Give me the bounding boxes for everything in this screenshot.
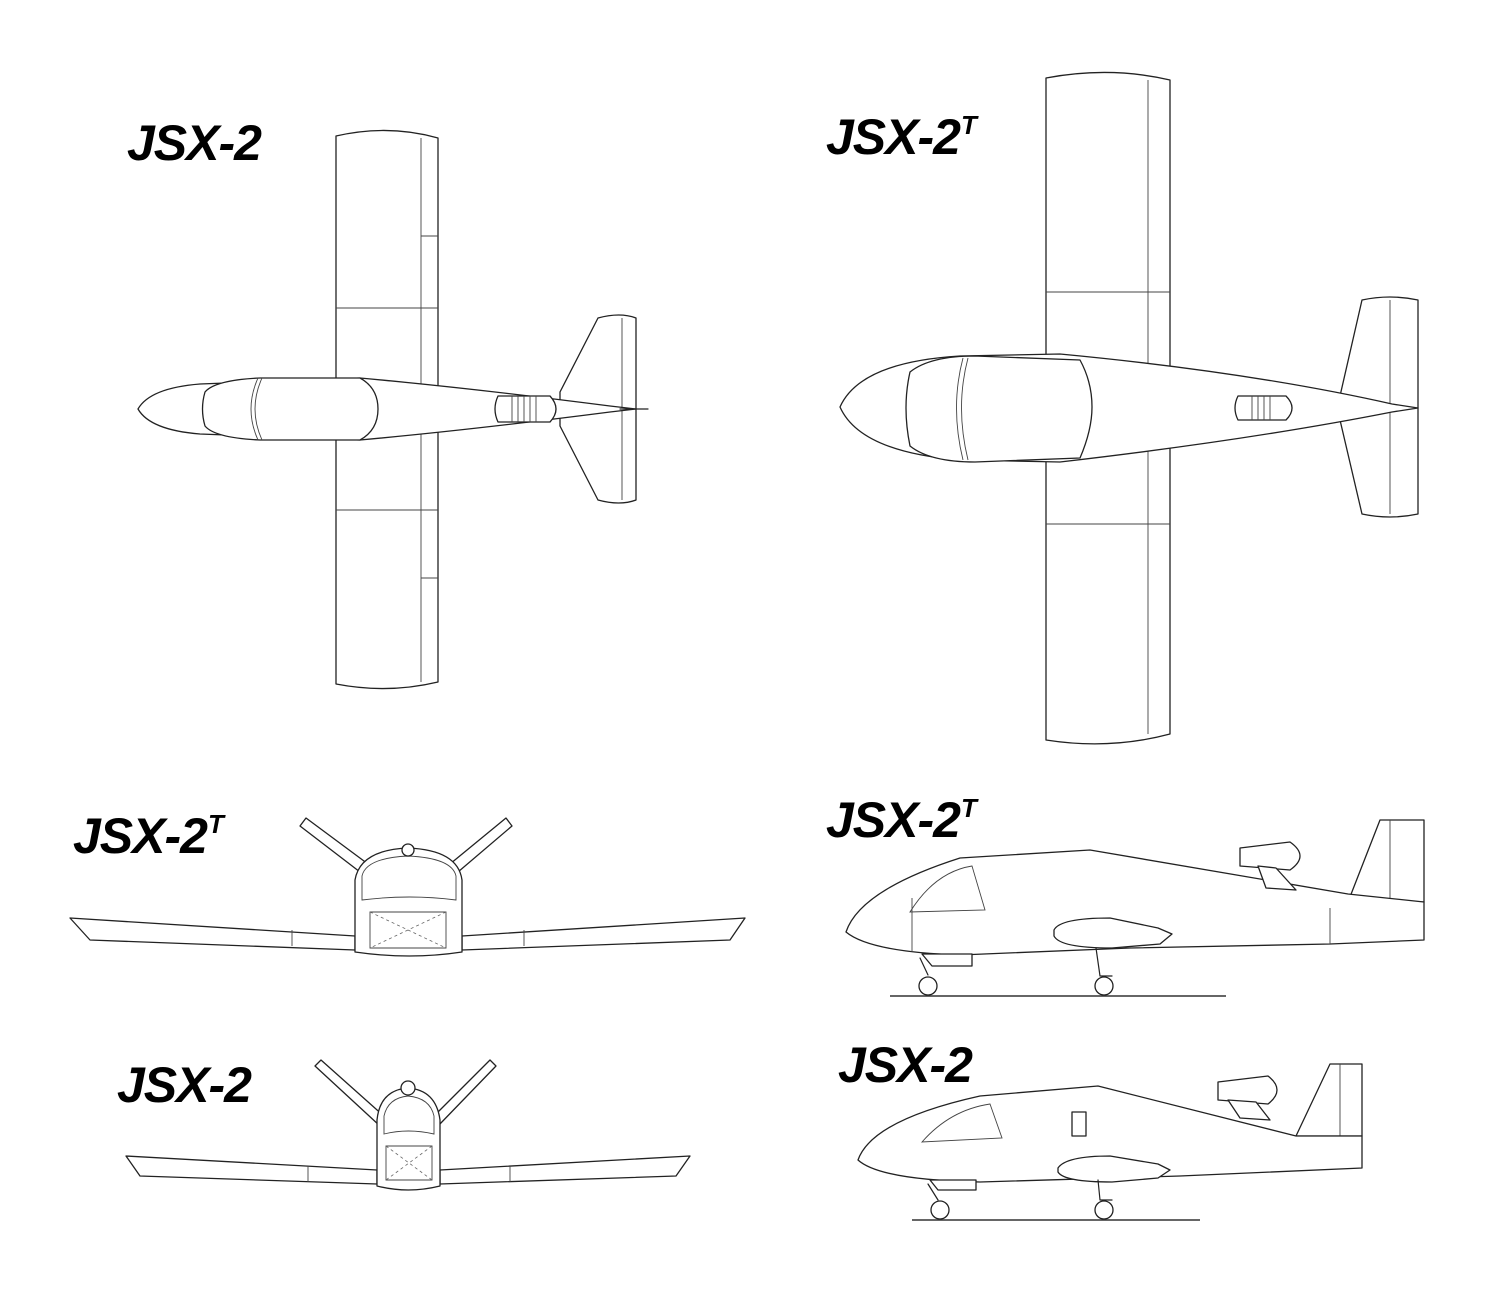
canopy-frame [251,378,258,440]
label-text: JSX-2 [73,808,208,864]
canopy-front [384,1096,434,1134]
label-side-view-jsx2: JSX-2 [838,1040,973,1090]
tail-strut-left [315,1060,386,1126]
main-gear-leg [1096,948,1112,976]
fuselage-front [377,1088,440,1190]
front-view-jsx2t [70,818,745,956]
front-view-jsx2 [126,1060,690,1190]
tail-strut-left [300,818,368,872]
label-text: JSX-2 [826,792,961,848]
label-text: JSX-2 [838,1037,973,1093]
engine-pod [1218,1076,1277,1104]
intake-cross [370,912,446,948]
top-view-jsx2 [138,130,648,688]
label-front-view-jsx2: JSX-2 [117,1060,252,1110]
label-top-view-jsx2: JSX-2 [127,118,262,168]
top-view-jsx2t [840,72,1418,743]
side-view-jsx2 [858,1064,1362,1220]
headrest [1072,1112,1086,1136]
canopy-frame [962,358,969,460]
canopy-frame [957,358,964,460]
tail-strut-right [432,1060,496,1126]
canopy [906,356,1092,462]
fuselage [846,850,1424,955]
label-top-view-jsx2t: JSX-2T [826,109,977,165]
fuselage [858,1086,1362,1182]
wing-right [440,1156,690,1184]
engine-pod [1235,396,1292,420]
nose-wheel [919,977,937,995]
nose-wheel [931,1201,949,1219]
engine-intake-frame [370,912,446,948]
engine-pod [1240,842,1300,870]
head-fairing [402,844,414,856]
label-superscript: T [960,793,977,823]
wing-right [462,918,745,950]
canopy [910,866,985,912]
engine-intake-frame [386,1146,432,1180]
label-front-view-jsx2t: JSX-2T [73,808,224,864]
canopy-front [362,856,456,900]
wing-root [1054,918,1172,948]
main-gear-leg [1098,1180,1112,1200]
canopy-frame [255,378,262,440]
vertical-tail [1296,1064,1362,1136]
wing-left [126,1156,377,1184]
label-side-view-jsx2t: JSX-2T [826,792,977,848]
label-text: JSX-2 [826,109,961,165]
side-view-jsx2t [846,820,1424,996]
label-superscript: T [960,110,977,140]
canopy [922,1104,1002,1142]
fuselage-front [355,848,462,956]
nose-gear-door [930,1180,976,1190]
engine-pylon [1228,1100,1270,1120]
label-text: JSX-2 [127,115,262,171]
main-wheel [1095,977,1113,995]
label-text: JSX-2 [117,1057,252,1113]
main-wheel [1095,1201,1113,1219]
canopy [203,378,379,440]
wing-root [1058,1156,1170,1182]
nose-gear-leg [928,1184,938,1200]
tail-strut-right [450,818,512,872]
engine-pod [495,396,556,422]
nose-gear-leg [920,958,928,975]
engine-pylon [1258,866,1296,890]
vertical-tail [1348,820,1424,902]
head-fairing [401,1081,415,1095]
nose-gear-door [922,954,972,966]
wing-left [70,918,355,950]
label-superscript: T [207,809,224,839]
